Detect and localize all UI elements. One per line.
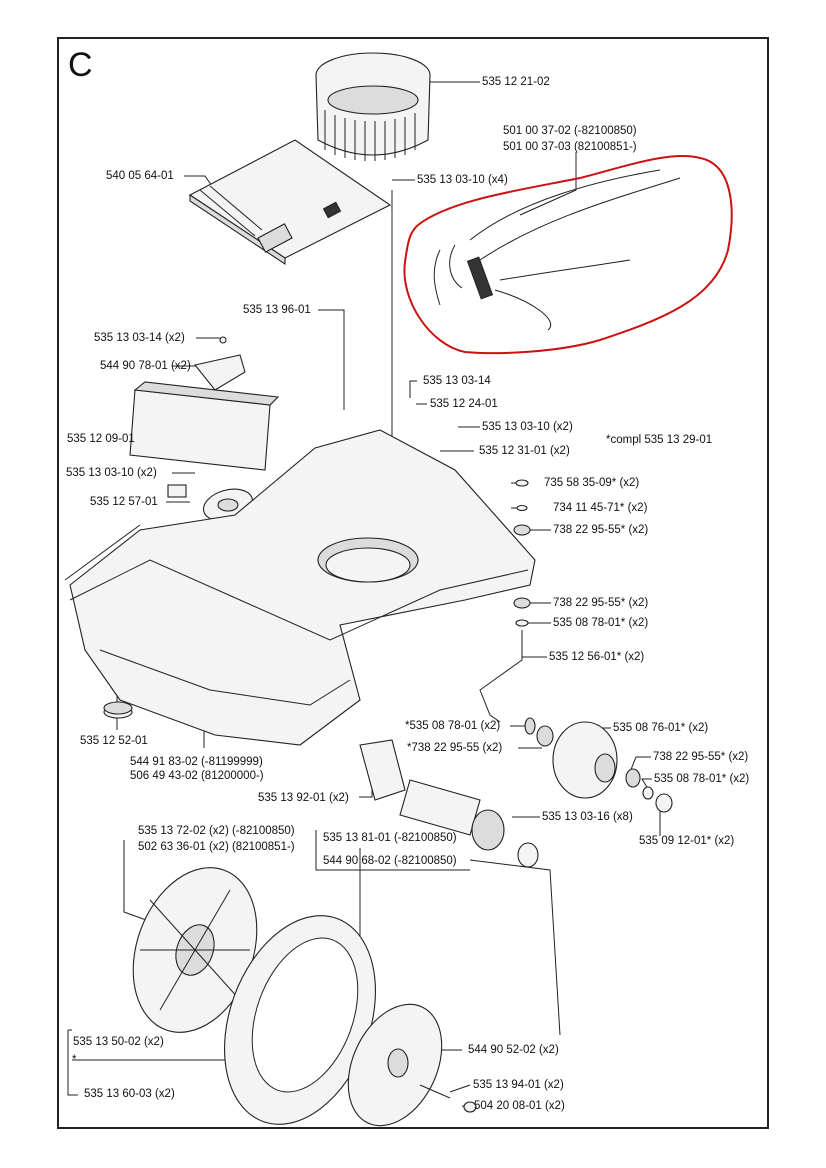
rear-wheel-part	[132, 867, 477, 1127]
part-label: 544 91 83-02 (-81199999)	[130, 756, 263, 768]
wire-harness-part	[403, 155, 733, 355]
part-label: 535 13 03-16 (x8)	[542, 811, 633, 823]
part-label: *	[72, 1054, 77, 1066]
part-label: 544 90 78-01 (x2)	[100, 360, 191, 372]
part-label: 535 13 03-10 (x2)	[482, 421, 573, 433]
part-label: 535 13 81-01 (-82100850)	[323, 832, 457, 844]
part-label: 535 09 12-01* (x2)	[639, 835, 735, 847]
part-label: 535 13 50-02 (x2)	[73, 1036, 164, 1048]
part-label: 535 13 92-01 (x2)	[258, 792, 349, 804]
part-label: 535 13 60-03 (x2)	[84, 1088, 175, 1100]
part-label: 540 05 64-01	[106, 170, 174, 182]
part-label: 535 13 72-02 (x2) (-82100850)	[138, 825, 295, 837]
part-label: 501 00 37-03 (82100851-)	[503, 141, 637, 153]
part-label: 535 13 96-01	[243, 304, 311, 316]
part-label: 535 08 78-01* (x2)	[654, 773, 750, 785]
front-wheel-part	[524, 717, 673, 813]
part-label: 506 49 43-02 (81200000-)	[130, 770, 264, 782]
part-label: 535 08 76-01* (x2)	[613, 722, 709, 734]
part-label: 734 11 45-71* (x2)	[553, 502, 648, 514]
part-label: 735 58 35-09* (x2)	[544, 477, 640, 489]
part-label: 535 12 52-01	[80, 735, 148, 747]
part-label: 738 22 95-55* (x2)	[553, 597, 649, 609]
part-label: 535 12 57-01	[90, 496, 158, 508]
battery-pack-part	[129, 336, 280, 471]
part-label: 502 63 36-01 (x2) (82100851-)	[138, 841, 295, 853]
part-label: 544 90 68-02 (-82100850)	[323, 855, 457, 867]
part-label: 535 12 09-01	[67, 433, 135, 445]
part-label: 535 12 24-01	[430, 398, 498, 410]
part-label: *738 22 95-55 (x2)	[407, 742, 503, 754]
part-label: 535 08 78-01* (x2)	[553, 617, 649, 629]
chassis-part	[64, 429, 536, 746]
part-label: 738 22 95-55* (x2)	[653, 751, 749, 763]
diagram-frame	[57, 37, 769, 1129]
part-label: 504 20 08-01 (x2)	[474, 1100, 565, 1112]
part-label: 535 13 03-14	[423, 375, 491, 387]
part-label: *535 08 78-01 (x2)	[405, 720, 501, 732]
part-label: 535 13 03-14 (x2)	[94, 332, 185, 344]
part-label: 535 12 31-01 (x2)	[479, 445, 570, 457]
motor-housing-part	[315, 52, 431, 161]
part-label: 535 12 21-02	[482, 76, 550, 88]
assembly-note: *compl 535 13 29-01	[606, 434, 713, 446]
part-label: 535 13 03-10 (x4)	[417, 174, 508, 186]
part-label: 544 90 52-02 (x2)	[468, 1044, 559, 1056]
part-label: 738 22 95-55* (x2)	[553, 524, 649, 536]
part-label: 535 12 56-01* (x2)	[549, 651, 645, 663]
part-label: 501 00 37-02 (-82100850)	[503, 125, 637, 137]
part-label: 535 13 03-10 (x2)	[66, 467, 157, 479]
part-label: 535 13 94-01 (x2)	[473, 1079, 564, 1091]
bearing-stack-part	[479, 479, 531, 723]
section-letter: C	[68, 46, 93, 84]
circuit-board-part	[188, 139, 392, 266]
motor-part	[359, 739, 539, 868]
